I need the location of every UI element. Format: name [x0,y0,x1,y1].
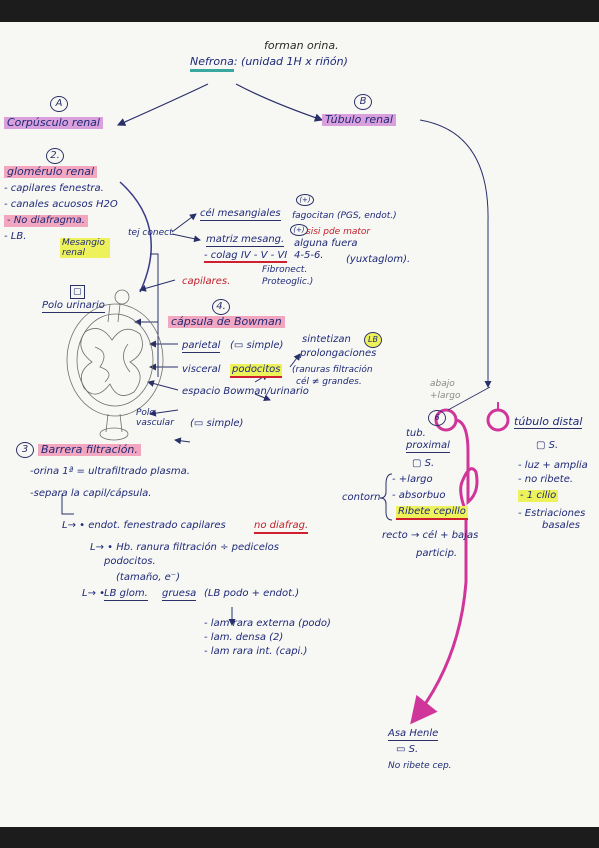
yuxtaglom-label: (yuxtaglom). [346,254,411,265]
barrera-line1: -orina 1ª = ultrafiltrado plasma. [30,466,190,477]
asa-henle-title: Asa Henle [388,728,439,741]
proteoglic-label: Proteoglic.) [262,277,314,287]
annotation-lines [61,83,510,725]
glomerulo-item-3: - No diafragma. [4,215,88,227]
cube-sketch-icon: ▢ [536,440,546,451]
long-arrow-tubulo [419,119,492,388]
notebook-page: forman orina. Nefrona: (unidad 1H x riñó… [0,22,599,827]
header-row: Nefrona: (unidad 1H x riñón) [190,55,348,72]
tubulo-label: Túbulo renal [322,114,396,126]
marker-2: 2. [46,148,64,164]
prox-item-1: - +largo [392,474,433,485]
nums-label: 4-5-6. [294,250,324,261]
podocitos-label: podocitos [230,364,283,378]
magenta-asa-arrow [410,418,479,725]
estriaciones-label: - Estriaciones [518,508,586,519]
barrera-no-diafrag: no diafrag. [254,520,309,534]
indigo-curve-arrow [119,181,152,293]
capilares-label: capilares. [182,276,231,287]
marker-b: B [354,94,372,110]
barrera-tamano: (tamaño, e⁻) [116,572,180,583]
glomerulo-item-2: - canales acuosos H2O [4,199,118,210]
barrera-hb: L→ • Hb. ranura filtración ÷ pedicelos [90,542,280,553]
barrera-lb-note: (LB podo + endot.) [204,588,300,599]
parietal-label: parietal [182,340,221,353]
marker-3: 3 [16,442,34,458]
barrera-gruesa: gruesa [162,588,197,601]
tej-conect-arrow-2 [171,233,201,243]
espacio-label: espacio Bowman/urinario [182,386,309,397]
distal-icon-label: ▢ S. [536,440,559,451]
marker-4: 4. [212,299,230,315]
barrera-lb-prefix: L→ • [82,588,106,599]
glomerulo-item-4: - LB. [4,231,27,242]
barrera-lb-glom: LB glom. [104,588,148,601]
sisi-label: sisi pde mator [306,227,371,237]
glomerulus-sketch [66,289,164,441]
glomerulo-title: glomérulo renal [4,166,98,178]
prox-icon-label: ▢ S. [412,458,435,469]
distal-item-1: - luz + amplia [518,460,588,471]
header-line1: forman orina. [264,39,339,52]
branch-arrow-a [116,83,209,126]
alguna-label: alguna fuera [294,238,358,249]
parietal-note: (▭ simple) [230,340,284,351]
lb-badge: LB [364,332,382,348]
colag-label: - colag IV - V - VI [204,250,288,263]
badge-mesangiales: (+) [296,194,314,206]
barrera-title: Barrera filtración. [38,444,141,456]
badge-sisi: (+) [290,224,308,236]
contorn-label: contorn [342,492,381,503]
prox-title-1: tub. [406,428,426,439]
fibronect-label: Fibronect. [262,265,308,275]
abajo-note1: abajo [430,379,455,389]
header-rest: : (unidad 1H x riñón) [233,55,348,68]
recto-label: recto → cél + bajas [382,530,479,541]
corpusculo-label: Corpúsculo renal [4,117,103,129]
ribete-label: Ribete cepillo [396,506,468,520]
nefrona-label: Nefrona [190,55,234,72]
asa-icon-label: ▭ S. [396,744,419,755]
abajo-note2: +largo [430,391,461,401]
cel-grandes-label: cél ≠ grandes. [296,377,362,387]
barrera-lam3: - lam rara int. (capi.) [204,646,308,657]
barrera-endot: L→ • endot. fenestrado capilares [62,520,226,531]
ranuras-label: (ranuras filtración [292,365,373,375]
marker-a: A [50,96,68,112]
fagocitan-label: fagocitan (PGS, endot.) [292,211,397,221]
distal-cilio: - 1 cilio [518,490,559,502]
mesangio-label: Mesangio renal [60,238,110,258]
polo-urinario-label: Polo urinario [42,300,105,313]
tej-conect-arrow [171,213,197,233]
tej-conect-label: tej conect. [128,228,176,238]
capsula-title: cápsula de Bowman [168,316,285,328]
sintetizan-label: sintetizan [302,334,351,345]
cube-sketch-icon: ▢ [412,458,422,469]
barrera-line2: -separa la capil/cápsula. [30,488,152,499]
prolongaciones-label: prolongaciones [300,348,377,359]
cube-sketch-icon: ▢ [70,285,85,299]
barrera-podocitos: podocitos. [104,556,156,567]
basales-label: basales [542,520,580,531]
particip-label: particip. [416,548,458,559]
barrera-lam1: - lam rara externa (podo) [204,618,331,629]
matriz-label: matriz mesang. [206,234,285,247]
distal-title: túbulo distal [514,415,583,429]
glomerulo-item-1: - capilares fenestra. [4,183,104,194]
asa-note: No ribete cep. [388,761,452,771]
marker-6: 6 [428,410,446,426]
distal-item-2: - no ribete. [518,474,574,485]
polo-vascular-simple: (▭ simple) [190,418,244,429]
barrera-lam2: - lam. densa (2) [204,632,284,643]
prox-item-2: - absorbuo [392,490,446,501]
visceral-label: visceral [182,364,221,375]
branch-arrow-b [235,83,324,122]
mesangiales-label: cél mesangiales [200,208,281,221]
prox-title-2: proximal [406,440,450,453]
polo-vascular-label: Polo vascular [136,408,174,428]
